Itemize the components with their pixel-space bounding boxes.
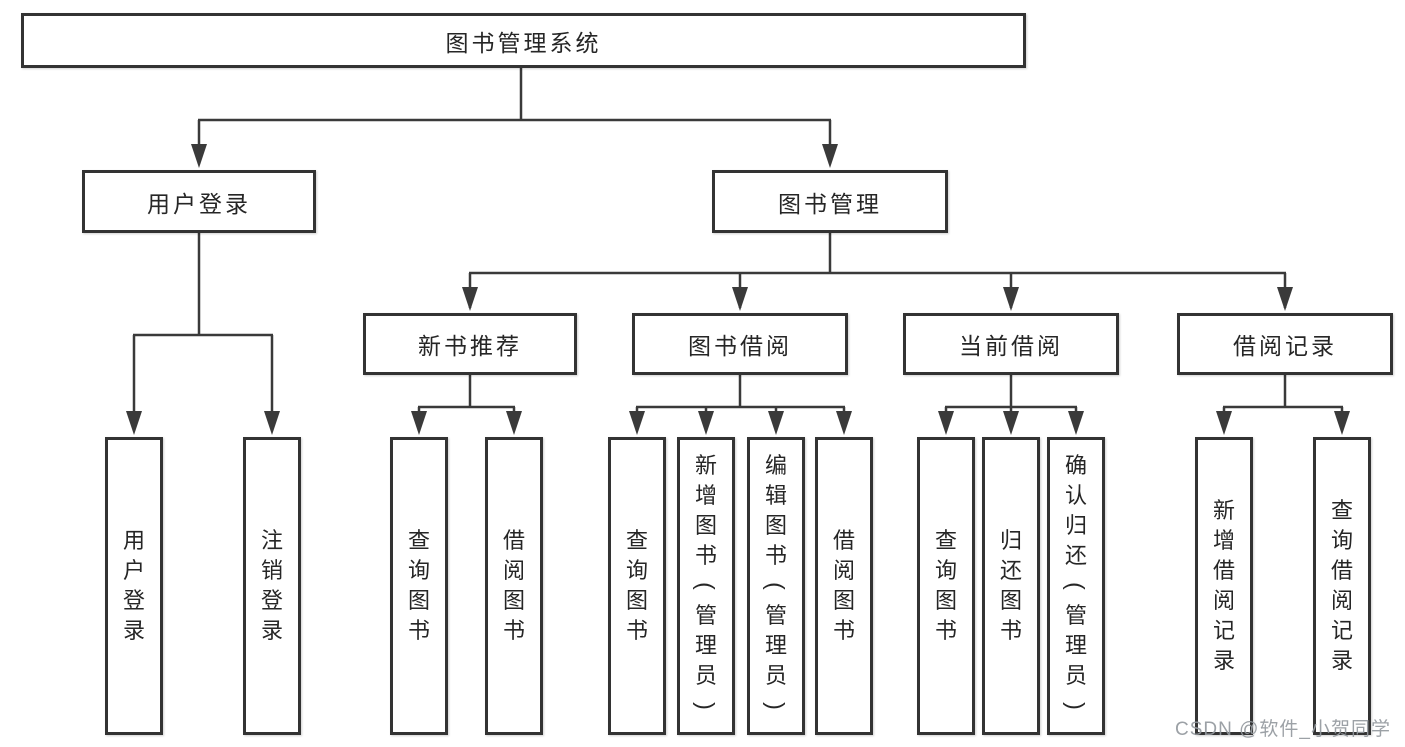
leaf-borrowing-query-books: 查询图书: [608, 437, 666, 735]
leaf-query-borrow-record: 查询借阅记录: [1313, 437, 1371, 735]
node-user-login: 用户登录: [82, 170, 316, 233]
node-new-book-recommend: 新书推荐: [363, 313, 577, 375]
node-book-borrowing: 图书借阅: [632, 313, 848, 375]
leaf-return-books: 归还图书: [982, 437, 1040, 735]
leaf-logout: 注销登录: [243, 437, 301, 735]
leaf-confirm-return-admin: 确认归还(管理员): [1047, 437, 1105, 735]
csdn-watermark: CSDN @软件_小贺同学: [1175, 719, 1391, 740]
node-library-system: 图书管理系统: [21, 13, 1026, 68]
node-borrowing-records: 借阅记录: [1177, 313, 1393, 375]
leaf-borrowing-borrow-books: 借阅图书: [815, 437, 873, 735]
arrowheads: [126, 144, 1350, 435]
leaf-add-books-admin: 新增图书(管理员): [677, 437, 735, 735]
node-book-management: 图书管理: [712, 170, 948, 233]
leaf-recommend-query-books: 查询图书: [390, 437, 448, 735]
node-current-borrowing: 当前借阅: [903, 313, 1119, 375]
leaf-user-login: 用户登录: [105, 437, 163, 735]
leaf-recommend-borrow-books: 借阅图书: [485, 437, 543, 735]
leaf-add-borrow-record: 新增借阅记录: [1195, 437, 1253, 735]
leaf-current-query-books: 查询图书: [917, 437, 975, 735]
leaf-edit-books-admin: 编辑图书(管理员): [747, 437, 805, 735]
